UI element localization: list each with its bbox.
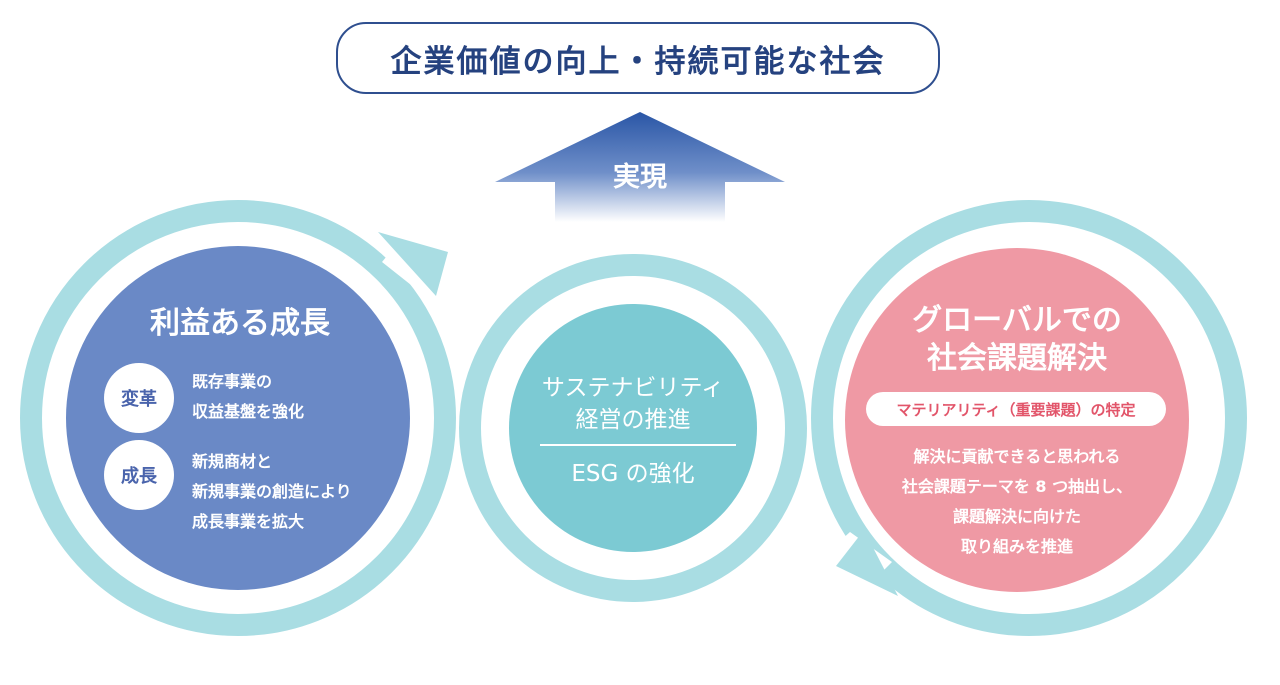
right-circle-title: グローバルでの 社会課題解決 bbox=[852, 302, 1182, 378]
goal-box: 企業価値の向上・持続可能な社会 bbox=[336, 22, 940, 94]
center-line: 経営の推進 bbox=[575, 407, 691, 433]
left-ring bbox=[20, 200, 456, 636]
left-ring-arrow-icon bbox=[378, 232, 448, 296]
henkaku-text: 既存事業の 収益基盤を強化 bbox=[192, 367, 304, 427]
henkaku-line: 既存事業の bbox=[192, 372, 273, 391]
right-body-line: 社会課題テーマを 8 つ抽出し、 bbox=[901, 477, 1133, 496]
right-title-line: 社会課題解決 bbox=[927, 341, 1107, 376]
right-body-line: 解決に貢献できると思われる bbox=[913, 447, 1121, 466]
materiality-badge: マテリアリティ（重要課題）の特定 bbox=[866, 392, 1166, 426]
center-circle-title: サステナビリティ 経営の推進 bbox=[520, 372, 746, 436]
seicho-line: 成長事業を拡大 bbox=[192, 512, 305, 531]
seicho-text: 新規商材と 新規事業の創造により 成長事業を拡大 bbox=[192, 447, 352, 537]
center-circle bbox=[509, 304, 757, 552]
badge-henkaku: 変革 bbox=[104, 363, 174, 433]
right-title-line: グローバルでの bbox=[912, 303, 1122, 338]
left-circle-title: 利益ある成長 bbox=[150, 306, 330, 341]
henkaku-line: 収益基盤を強化 bbox=[192, 402, 305, 421]
right-ring bbox=[811, 200, 1247, 636]
right-body-line: 課題解決に向けた bbox=[952, 507, 1081, 526]
seicho-line: 新規商材と bbox=[192, 452, 273, 471]
badge-seicho: 成長 bbox=[104, 440, 174, 510]
seicho-line: 新規事業の創造により bbox=[192, 482, 352, 501]
right-circle-body: 解決に貢献できると思われる 社会課題テーマを 8 つ抽出し、 課題解決に向けた … bbox=[852, 442, 1182, 562]
goal-title: 企業価値の向上・持続可能な社会 bbox=[390, 43, 886, 80]
center-ring bbox=[459, 254, 807, 602]
up-arrow-icon bbox=[495, 112, 785, 222]
center-line: サステナビリティ bbox=[541, 375, 725, 401]
center-esg-text: ESG の強化 bbox=[571, 461, 695, 487]
right-body-line: 取り組みを推進 bbox=[960, 537, 1073, 556]
center-divider bbox=[540, 444, 736, 446]
realize-label: 実現 bbox=[613, 162, 667, 193]
right-ring-arrow-icon bbox=[836, 530, 898, 596]
